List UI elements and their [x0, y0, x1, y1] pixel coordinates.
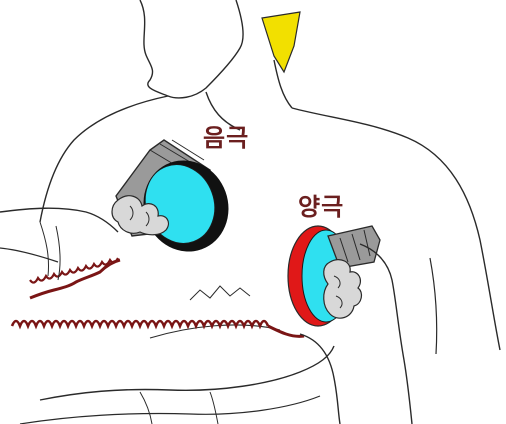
left-sleeve-fold [40, 222, 60, 280]
positive-electrode-label: 양극 [298, 187, 344, 222]
right-arm-outline [360, 244, 412, 424]
yellow-accent [262, 12, 300, 72]
coiled-cable-upper-coils [30, 258, 118, 283]
cable-tail [268, 326, 304, 336]
positive-paddle [288, 226, 380, 326]
negative-paddle [112, 140, 241, 264]
face-outline [140, 0, 243, 98]
left-arm-lower-outline [0, 248, 58, 262]
negative-electrode-label: 음극 [203, 118, 249, 153]
right-flank-outline [430, 258, 437, 354]
coiled-cable-lower-coils [12, 321, 268, 326]
lower-left-sleeve-outline [40, 346, 334, 400]
positive-hand-fingers [324, 260, 362, 319]
left-arm-outline [0, 208, 118, 232]
sleeve-wrinkle [140, 392, 218, 424]
chest-contour [190, 286, 250, 300]
lower-left-sleeve-outline-2 [20, 396, 320, 424]
